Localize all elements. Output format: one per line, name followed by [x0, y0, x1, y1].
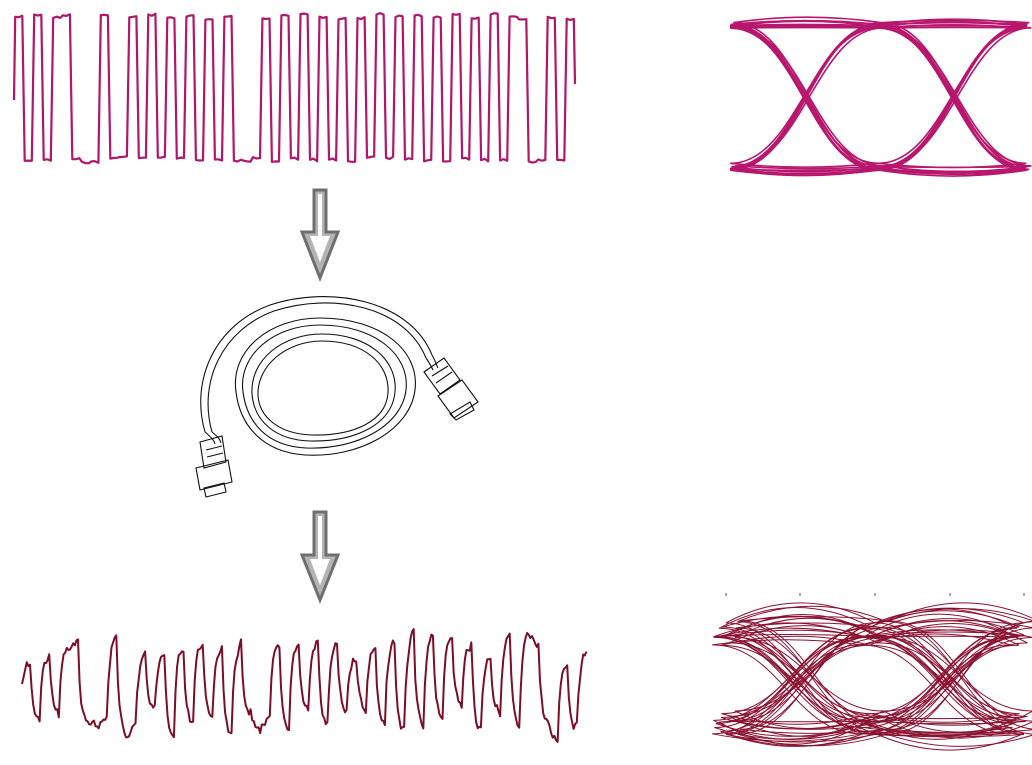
eye-trace [881, 21, 1030, 171]
eye-trace [721, 713, 871, 725]
eye-trace [714, 636, 864, 729]
eye-trace [729, 642, 879, 717]
eye-trace [712, 733, 862, 742]
eye-trace [714, 627, 864, 638]
eye-trace [874, 734, 1025, 738]
eye-trace [881, 168, 1030, 176]
eye-trace [740, 616, 890, 622]
eye-trace [879, 169, 1028, 177]
eye-trace [725, 734, 876, 743]
eye-trace [888, 602, 1032, 622]
eye-trace [740, 728, 890, 734]
down-arrow-icon [299, 188, 341, 283]
eye-trace [735, 27, 884, 167]
eye-trace [712, 644, 862, 735]
eye-trace [718, 721, 869, 745]
eye-trace [883, 27, 1032, 167]
eye-trace [885, 627, 1032, 722]
eye-trace [886, 733, 1032, 747]
eye-trace [889, 620, 1032, 730]
eye-trace [715, 635, 865, 725]
eye-trace [862, 635, 1012, 638]
eye-trace [730, 167, 879, 175]
cable-icon [195, 296, 479, 498]
eye-trace [729, 168, 878, 172]
eye-trace [731, 25, 880, 171]
eye-trace [881, 19, 1030, 24]
down-arrow-icon [299, 510, 341, 605]
eye-trace [731, 24, 880, 27]
eye-trace [889, 728, 1032, 734]
eye-trace [878, 623, 1028, 644]
eye-diagram-ticks [725, 593, 1025, 596]
eye-trace [712, 639, 862, 646]
eye-trace [879, 25, 1028, 171]
eye-trace [721, 607, 871, 628]
eye-trace [877, 168, 1026, 173]
clean-eye-diagram [729, 16, 1032, 177]
eye-trace [876, 720, 1026, 725]
eye-trace [733, 21, 882, 171]
eye-trace [870, 626, 1020, 715]
eye-trace [736, 627, 886, 722]
eye-trace [867, 721, 1018, 737]
eye-trace [737, 605, 887, 623]
eye-trace [867, 627, 1017, 723]
eye-trace [733, 16, 882, 24]
eye-trace [874, 607, 1025, 624]
output-distorted-waveform [21, 628, 588, 743]
eye-trace [874, 732, 1025, 751]
eye-trace [736, 720, 886, 730]
eye-trace [878, 642, 1028, 717]
eye-trace [861, 733, 1011, 736]
input-square-waveform [12, 12, 577, 165]
eye-trace [718, 627, 868, 723]
eye-trace [863, 636, 1013, 729]
eye-trace [725, 602, 876, 624]
eye-trace [731, 169, 880, 176]
degraded-eye-diagram [712, 602, 1032, 751]
eye-trace [863, 629, 1013, 638]
eye-trace [879, 20, 1028, 27]
eye-trace [740, 620, 890, 730]
